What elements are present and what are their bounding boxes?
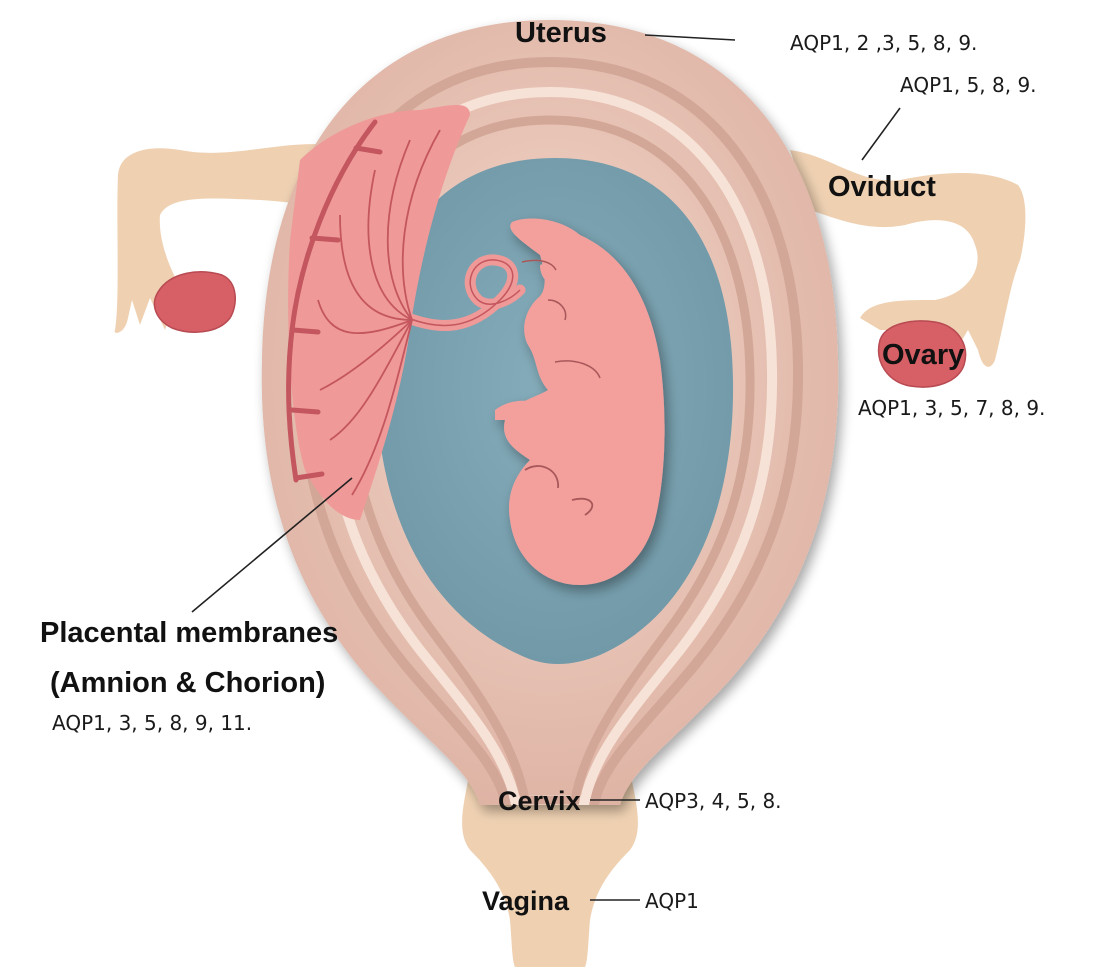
cervix-label: Cervix <box>498 786 581 816</box>
oviduct-label: Oviduct <box>828 171 936 203</box>
oviduct-aqp: AQP1, 5, 8, 9. <box>900 73 1037 97</box>
placenta-label-line1: Placental membranes <box>40 617 338 649</box>
vagina-label: Vagina <box>482 886 570 916</box>
cervix-aqp: AQP3, 4, 5, 8. <box>645 789 782 813</box>
uterus-aqp: AQP1, 2 ,3, 5, 8, 9. <box>790 31 977 55</box>
ovary-aqp: AQP1, 3, 5, 7, 8, 9. <box>858 396 1045 420</box>
vagina-aqp: AQP1 <box>645 889 699 913</box>
oviduct-leader <box>862 108 900 160</box>
ovary-label: Ovary <box>882 339 964 371</box>
placenta-label-line2: (Amnion & Chorion) <box>50 667 325 699</box>
uterus-label: Uterus <box>515 17 607 49</box>
placenta-aqp: AQP1, 3, 5, 8, 9, 11. <box>52 711 252 735</box>
